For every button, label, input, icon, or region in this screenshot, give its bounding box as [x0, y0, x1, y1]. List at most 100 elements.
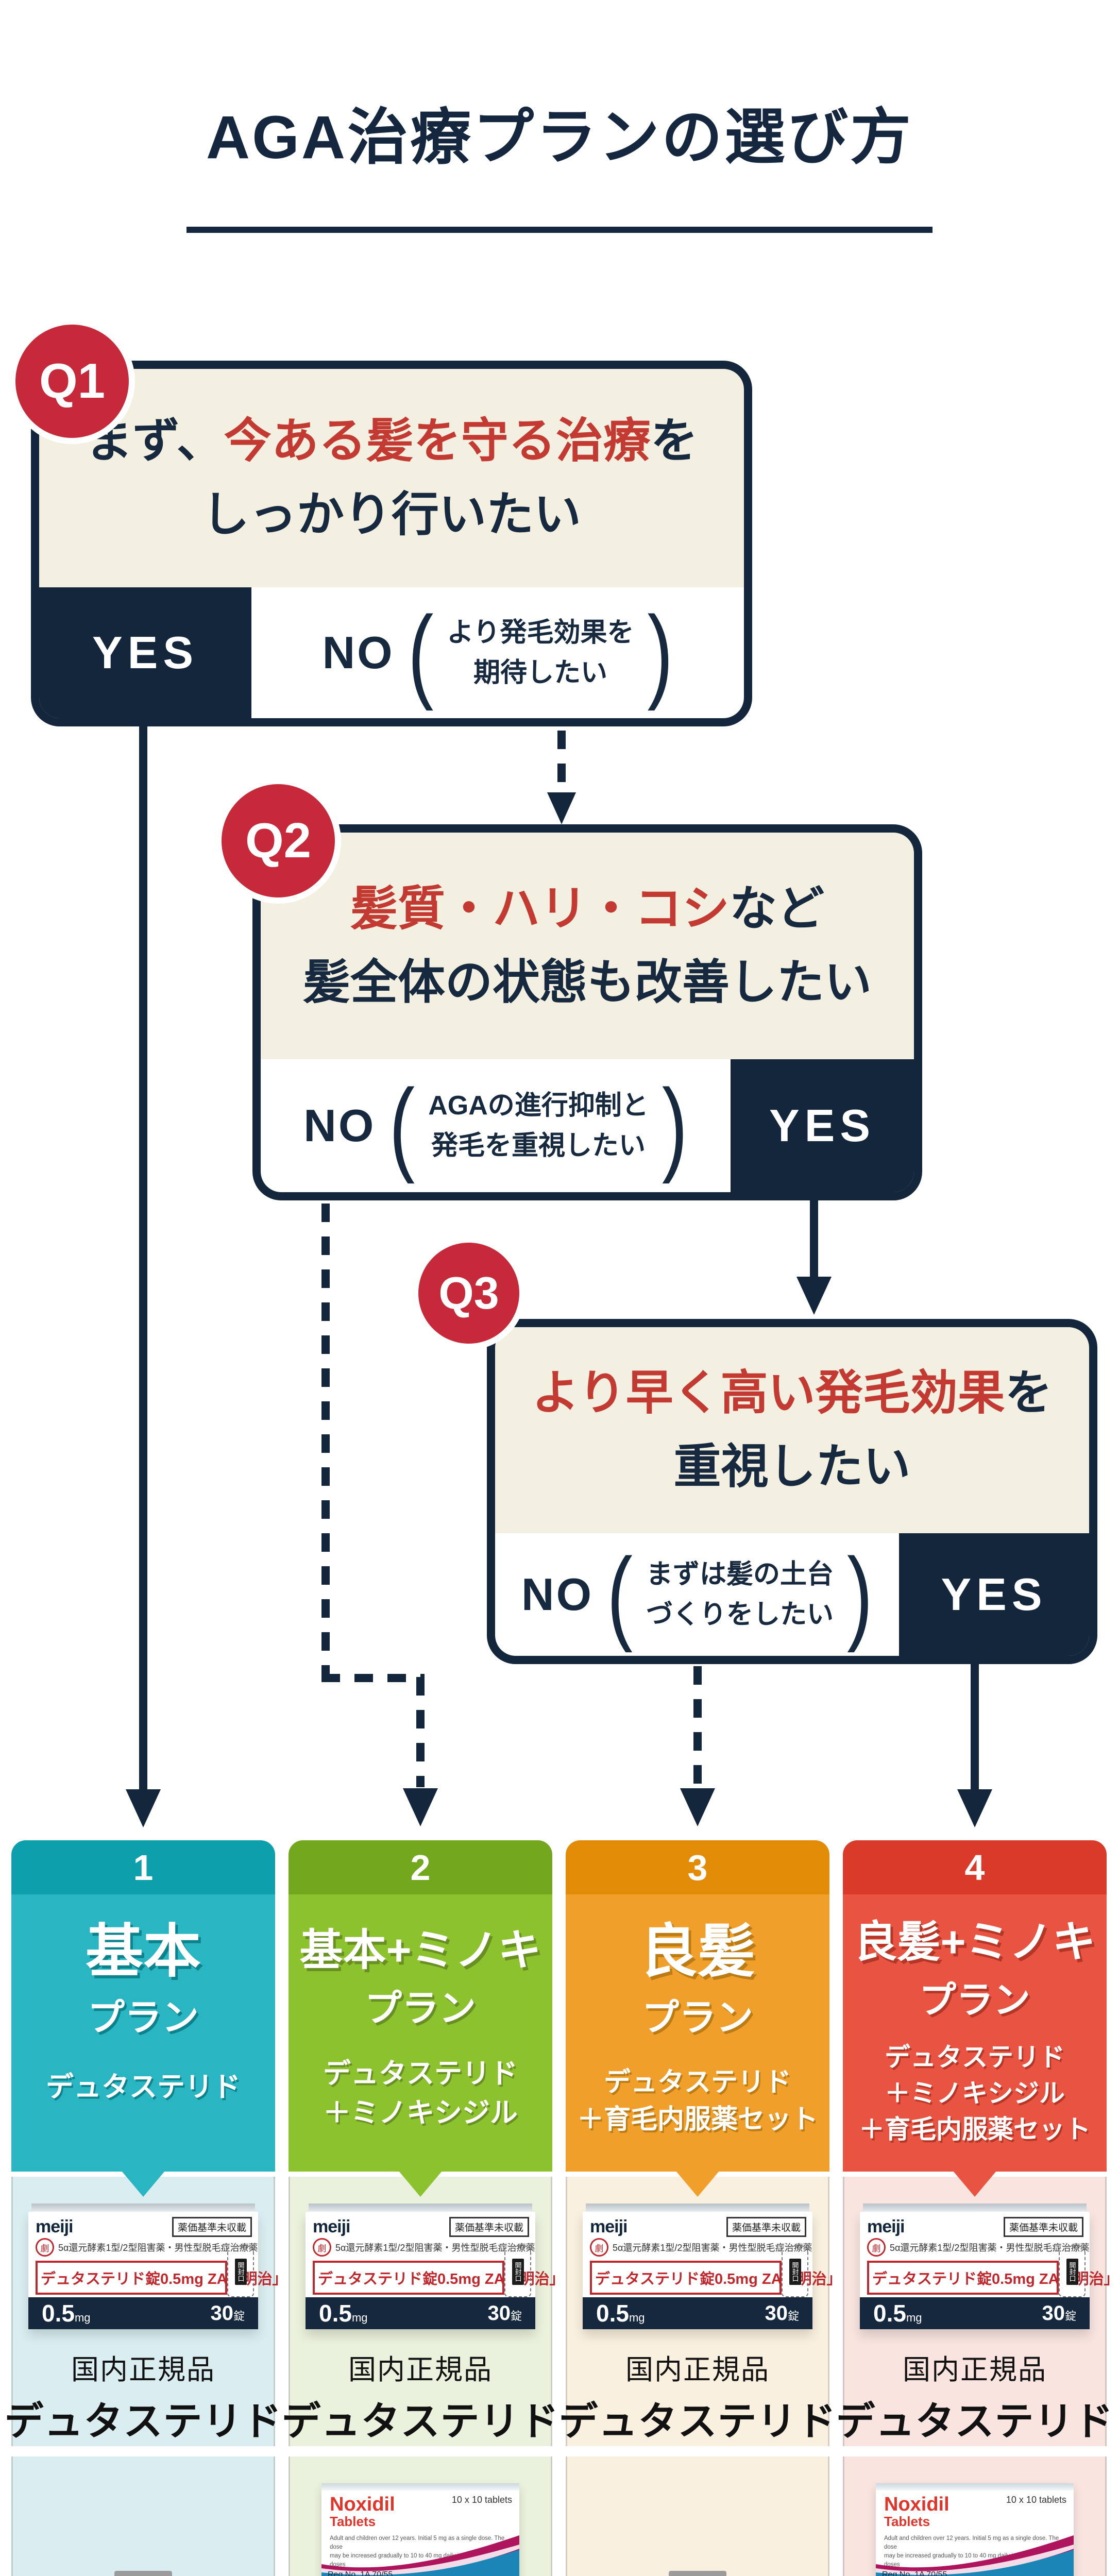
q1-no-panel: NO ( より発毛効果を期待したい ): [251, 587, 744, 718]
plan3-notch: [676, 2171, 719, 2197]
plan2-row-minoxidil: Noxidil Tablets 10 x 10 tablets Adult an…: [289, 2456, 552, 2576]
plan3-name: 良髪: [640, 1919, 755, 1984]
close-paren: ): [662, 1067, 688, 1184]
meiji-logo: meiji: [36, 2217, 73, 2236]
price-listing-badge: 薬価基準未収載: [726, 2217, 806, 2237]
q1-answer-bar: YES NO ( より発毛効果を期待したい ): [39, 587, 744, 718]
plan2-notch: [399, 2171, 442, 2197]
plan1-row-minoxidil-empty: [11, 2456, 275, 2576]
arrow-q1-yes-line: [139, 726, 147, 1790]
dash-icon: [669, 2570, 726, 2576]
q1-line1: まず、今ある髪を守る治療を: [85, 415, 698, 468]
plan4-header: 良髪+ミノキ プラン デュタステリド＋ミノキシジル＋育毛内服薬セット: [843, 1894, 1107, 2172]
plan-column-3: 3 良髪 プラン デュタステリド＋育毛内服薬セット meiji 薬価基準未収載 …: [559, 0, 842, 2576]
arrow-q3-yes-head: [957, 1789, 992, 1827]
price-listing-badge: 薬価基準未収載: [172, 2217, 252, 2237]
arrow-q2-no-dash-v2: [416, 1677, 425, 1787]
plan3-header: 良髪 プラン デュタステリド＋育毛内服薬セット: [566, 1894, 829, 2172]
plan-column-1: 1 基本 プラン デュタステリド meiji 薬価基準未収載 劇 5α還元酵素1…: [5, 0, 287, 2576]
question-box-q1: まず、今ある髪を守る治療を しっかり行いたい YES NO ( より発毛効果を期…: [31, 361, 752, 726]
arrow-q2-yes-line: [810, 1200, 818, 1278]
plan1-word: プラン: [87, 1997, 199, 2039]
opening-tab: 開封口: [504, 2246, 531, 2297]
plan4-word: プラン: [919, 1980, 1030, 2022]
q1-line2: しっかり行いたい: [201, 488, 581, 541]
plan4-notch: [953, 2171, 996, 2197]
noxidil-product-box: Noxidil Tablets 10 x 10 tablets Adult an…: [321, 2483, 519, 2576]
arrow-q3-no-head: [680, 1788, 715, 1826]
open-paren: (: [408, 594, 434, 711]
q3-question-text: より早く高い発毛効果を 重視したい: [495, 1327, 1089, 1533]
price-listing-badge: 薬価基準未収載: [1003, 2217, 1083, 2237]
noxidil-product-box: Noxidil Tablets 10 x 10 tablets Adult an…: [876, 2483, 1074, 2576]
genuine-label: 国内正規品: [903, 2354, 1047, 2385]
geki-mark-icon: 劇: [36, 2238, 54, 2257]
opening-tab: 開封口: [1059, 2246, 1086, 2297]
q1-badge: Q1: [15, 325, 129, 438]
opening-tab: 開封口: [782, 2246, 808, 2297]
plan3-subtitle: デュタステリド＋育毛内服薬セット: [577, 2067, 818, 2135]
box-top-edge: [863, 2204, 1087, 2212]
plan3-number-band: 3: [566, 1840, 829, 1894]
plan2-word: プラン: [364, 1988, 476, 2030]
dutasteride-box-title: デュタステリド錠0.5mg ZA「明治」: [313, 2261, 565, 2295]
plan3-row-dutasteride: meiji 薬価基準未収載 劇 5α還元酵素1型/2型阻害薬・男性型脱毛症治療薬…: [559, 2177, 842, 2446]
dutasteride-box-band: 0.5mg 30錠: [860, 2297, 1090, 2329]
dutasteride-label: デュタステリド: [4, 2400, 282, 2444]
arrow-q2-no-head: [403, 1788, 438, 1826]
plan1-number-band: 1: [11, 1840, 275, 1894]
arrow-q1-no-head: [547, 792, 576, 824]
arrow-q2-no-dash-v1: [321, 1204, 330, 1677]
plan-column-4: 4 良髪+ミノキ プラン デュタステリド＋ミノキシジル＋育毛内服薬セット mei…: [836, 0, 1119, 2576]
open-paren: (: [607, 1536, 633, 1653]
plan1-notch: [122, 2171, 165, 2197]
plan-column-2: 2 基本+ミノキ プラン デュタステリド＋ミノキシジル meiji 薬価基準未収…: [282, 0, 565, 2576]
dutasteride-product-box: meiji 薬価基準未収載 劇 5α還元酵素1型/2型阻害薬・男性型脱毛症治療薬…: [860, 2204, 1119, 2329]
dutasteride-box-title: デュタステリド錠0.5mg ZA「明治」: [867, 2261, 1119, 2295]
q1-yes-label: YES: [92, 627, 199, 678]
plan2-name: 基本+ミノキ: [299, 1926, 541, 1974]
title-underline: [186, 227, 932, 233]
dutasteride-box-band: 0.5mg 30錠: [28, 2297, 258, 2329]
geki-mark-icon: 劇: [590, 2238, 608, 2257]
page-title: AGA治療プランの選び方: [206, 104, 913, 172]
arrow-q3-yes-line: [971, 1664, 979, 1790]
q2-line2: 髪全体の状態も改善したい: [302, 956, 872, 1009]
noxidil-wave-graphic: [321, 2535, 519, 2576]
plan1-header: 基本 プラン デュタステリド: [11, 1894, 275, 2172]
plan2-row-dutasteride: meiji 薬価基準未収載 劇 5α還元酵素1型/2型阻害薬・男性型脱毛症治療薬…: [282, 2177, 565, 2446]
geki-mark-icon: 劇: [867, 2238, 886, 2257]
plan2-number-band: 2: [289, 1840, 552, 1894]
question-box-q3: より早く高い発毛効果を 重視したい NO ( まずは髪の土台づくりをしたい ) …: [487, 1319, 1097, 1664]
close-paren: ): [847, 1536, 873, 1653]
q3-line1: より早く高い発毛効果を: [532, 1367, 1053, 1420]
plan4-name: 良髪+ミノキ: [854, 1918, 1096, 1966]
meiji-logo: meiji: [313, 2217, 350, 2236]
q2-no-label: NO: [303, 1100, 376, 1151]
genuine-label: 国内正規品: [71, 2354, 215, 2385]
plan4-number-band: 4: [843, 1840, 1107, 1894]
q2-no-note: AGAの進行抑制と発毛を重視したい: [428, 1091, 649, 1161]
plan1-subtitle: デュタステリド: [46, 2071, 241, 2103]
arrow-q1-no-dash: [557, 731, 566, 793]
q3-answer-bar: NO ( まずは髪の土台づくりをしたい ) YES: [495, 1533, 1089, 1656]
q1-no-note: より発毛効果を期待したい: [447, 618, 634, 688]
plan4-subtitle: デュタステリド＋ミノキシジル＋育毛内服薬セット: [859, 2043, 1091, 2144]
arrow-q2-no-dash-h: [321, 1674, 425, 1682]
genuine-label: 国内正規品: [625, 2354, 770, 2385]
dutasteride-label: デュタステリド: [836, 2400, 1114, 2444]
dutasteride-box-band: 0.5mg 30錠: [583, 2297, 812, 2329]
arrow-q3-no-dash: [693, 1666, 702, 1787]
q3-no-note: まずは髪の土台づくりをしたい: [646, 1560, 834, 1630]
q2-no-panel: NO ( AGAの進行抑制と発毛を重視したい ): [261, 1059, 731, 1192]
noxidil-wave-graphic: [876, 2535, 1074, 2576]
q2-question-text: 髪質・ハリ・コシなど 髪全体の状態も改善したい: [261, 833, 914, 1059]
q3-no-panel: NO ( まずは髪の土台づくりをしたい ): [495, 1533, 899, 1656]
q3-no-label: NO: [521, 1569, 594, 1620]
plan3-row-minoxidil-empty: [566, 2456, 829, 2576]
meiji-logo: meiji: [590, 2217, 628, 2236]
question-box-q2: 髪質・ハリ・コシなど 髪全体の状態も改善したい NO ( AGAの進行抑制と発毛…: [252, 824, 922, 1200]
meiji-logo: meiji: [867, 2217, 905, 2236]
dutasteride-product-box: meiji 薬価基準未収載 劇 5α還元酵素1型/2型阻害薬・男性型脱毛症治療薬…: [306, 2204, 565, 2329]
